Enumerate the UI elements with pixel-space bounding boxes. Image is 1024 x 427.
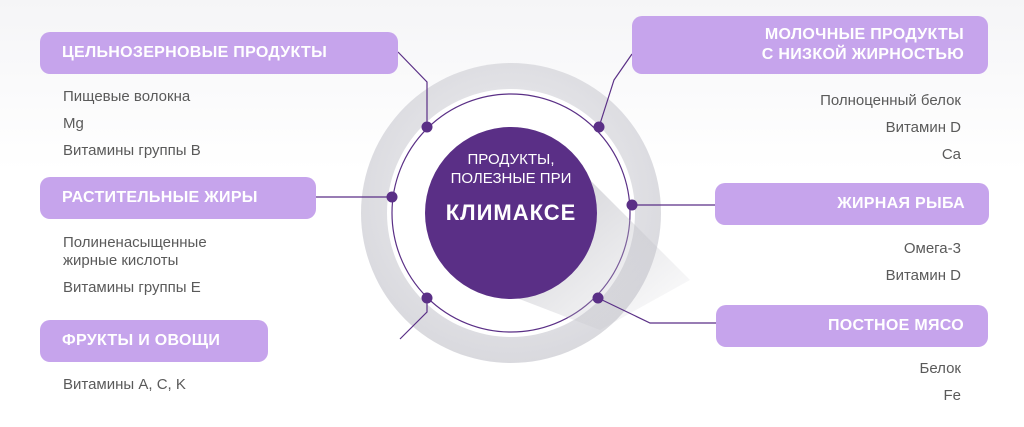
dot-plantfats [386, 191, 398, 203]
category-fish-title: ЖИРНАЯ РЫБА [715, 183, 989, 225]
category-title-line: ЦЕЛЬНОЗЕРНОВЫЕ ПРОДУКТЫ [62, 44, 328, 61]
category-plantfats-items: Полиненасыщенные жирные кислоты Витамины… [63, 234, 207, 297]
list-item: Витамины A, C, K [63, 376, 186, 393]
list-item: Омега-3 [903, 240, 961, 257]
category-wholegrain-title: ЦЕЛЬНОЗЕРНОВЫЕ ПРОДУКТЫ [40, 32, 398, 74]
center-line-1: ПРОДУКТЫ, [467, 151, 555, 168]
category-fruits-items: Витамины A, C, K [63, 376, 186, 394]
list-item: Ca [941, 146, 961, 163]
category-title-line: МОЛОЧНЫЕ ПРОДУКТЫ [764, 26, 964, 43]
category-title-line: ЖИРНАЯ РЫБА [837, 195, 965, 212]
list-item: Витамины группы B [63, 142, 201, 159]
list-item: Витамины группы E [63, 279, 201, 296]
category-meat-title: ПОСТНОЕ МЯСО [716, 305, 988, 347]
connector-meat [597, 297, 716, 324]
list-item: Mg [63, 115, 84, 132]
category-title-line: С НИЗКОЙ ЖИРНОСТЬЮ [761, 46, 964, 63]
dot-dairy [593, 121, 605, 133]
list-item: Витамин D [885, 267, 961, 284]
list-item: Белок [919, 360, 961, 377]
connector-dots [386, 121, 638, 304]
list-item: Пищевые волокна [63, 88, 191, 105]
connector-dairy [598, 53, 633, 128]
category-title-line: ПОСТНОЕ МЯСО [827, 317, 964, 334]
category-dairy-items: Полноценный белок Витамин D Ca [820, 92, 961, 164]
dot-fish [626, 199, 638, 211]
category-title-line: ФРУКТЫ И ОВОЩИ [62, 332, 221, 349]
category-meat-items: Белок Fe [919, 360, 961, 405]
center-label: ПРОДУКТЫ, ПОЛЕЗНЫЕ ПРИ КЛИМАКСЕ [432, 150, 590, 280]
connector-wholegrain [397, 51, 428, 127]
category-fish-items: Омега-3 Витамин D [886, 240, 961, 285]
center-disk [425, 127, 597, 299]
list-item: Полноценный белок [820, 92, 961, 109]
list-item: Полиненасыщенные жирные кислоты [63, 234, 207, 269]
category-fruits-title: ФРУКТЫ И ОВОЩИ [40, 320, 268, 362]
orbit-line [391, 93, 631, 333]
list-item: Витамин D [885, 119, 961, 136]
center-main-title: КЛИМАКСЕ [445, 200, 577, 225]
dot-meat [592, 292, 604, 304]
category-dairy-title: МОЛОЧНЫЕ ПРОДУКТЫ С НИЗКОЙ ЖИРНОСТЬЮ [632, 16, 988, 74]
dot-wholegrain [421, 121, 433, 133]
list-item: Fe [943, 387, 961, 404]
category-wholegrain-items: Пищевые волокна Mg Витамины группы B [63, 88, 201, 160]
category-title-line: РАСТИТЕЛЬНЫЕ ЖИРЫ [62, 189, 258, 206]
dot-fruits [421, 292, 433, 304]
center-line-2: ПОЛЕЗНЫЕ ПРИ [450, 170, 572, 187]
category-plantfats-title: РАСТИТЕЛЬНЫЕ ЖИРЫ [40, 177, 316, 219]
